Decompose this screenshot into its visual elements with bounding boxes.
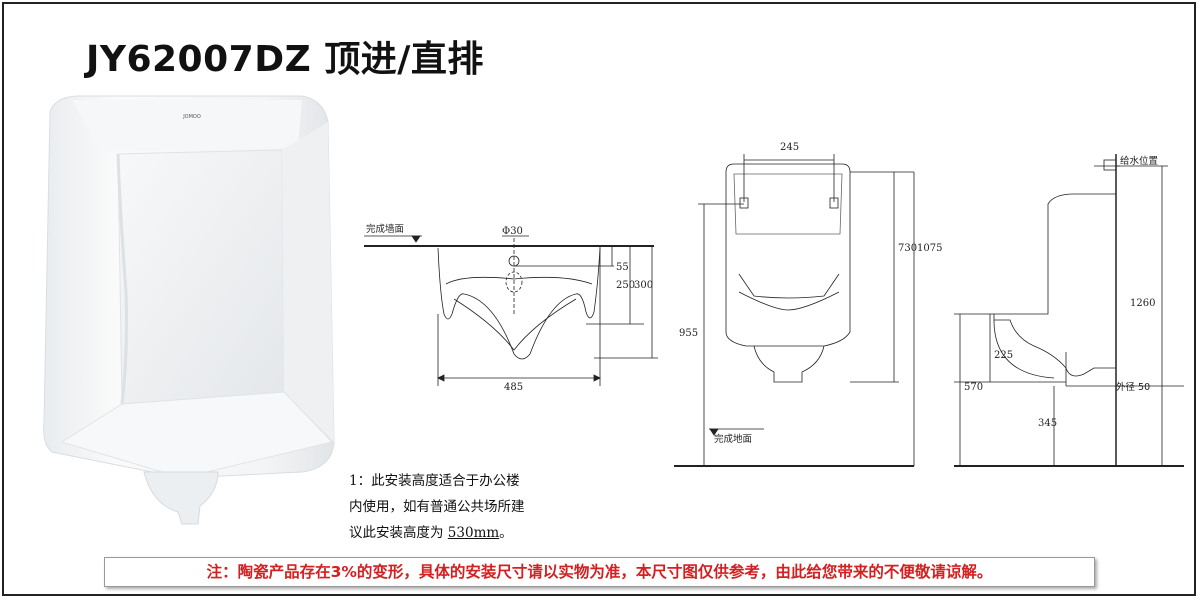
outer-diameter-label: 外径 50 (1116, 381, 1150, 393)
dim-1075: 1075 (917, 243, 942, 254)
dim-730: 730 (898, 243, 917, 254)
finished-wall-label: 完成墙面 (366, 223, 404, 235)
recommended-height: 530mm (447, 525, 500, 541)
note-line-3: 议此安装高度为 530mm。 (349, 520, 525, 546)
finished-floor-label: 完成地面 (714, 433, 752, 445)
pipe-diameter-label: Φ30 (502, 226, 523, 237)
disclaimer-box: 注：陶瓷产品存在3%的变形，具体的安装尺寸请以实物为准，本尺寸图仅供参考，由此给… (104, 557, 1095, 587)
dim-250: 250 (616, 280, 635, 291)
product-title: JY62007DZ 顶进/直排 (86, 39, 484, 80)
dim-570: 570 (964, 382, 983, 393)
urinal-product-photo: JOMOO (43, 95, 335, 525)
note-line-1: 1：此安装高度适合于办公楼 (349, 473, 520, 489)
dim-345: 345 (1038, 418, 1057, 429)
installation-note: 1：此安装高度适合于办公楼 内使用，如有普通公共场所建 议此安装高度为 530m… (349, 468, 525, 546)
brand-logo: JOMOO (182, 114, 201, 120)
dim-245: 245 (780, 142, 799, 153)
note-line-3-prefix: 议此安装高度为 (349, 525, 448, 541)
dim-300: 300 (634, 280, 653, 291)
note-line-2: 内使用，如有普通公共场所建 (349, 499, 525, 515)
dim-485: 485 (504, 382, 523, 393)
dim-55: 55 (616, 262, 629, 273)
disclaimer-text: 注：陶瓷产品存在3%的变形，具体的安装尺寸请以实物为准，本尺寸图仅供参考，由此给… (206, 563, 993, 581)
dim-1260: 1260 (1130, 298, 1155, 309)
dim-225: 225 (994, 350, 1013, 361)
water-supply-label: 给水位置 (1120, 155, 1158, 167)
dimension-drawings: 完成墙面 Φ30 55 250 300 485 245 730 1075 955… (364, 142, 1184, 467)
note-line-3-suffix: 。 (499, 525, 513, 541)
dim-955: 955 (679, 328, 698, 339)
